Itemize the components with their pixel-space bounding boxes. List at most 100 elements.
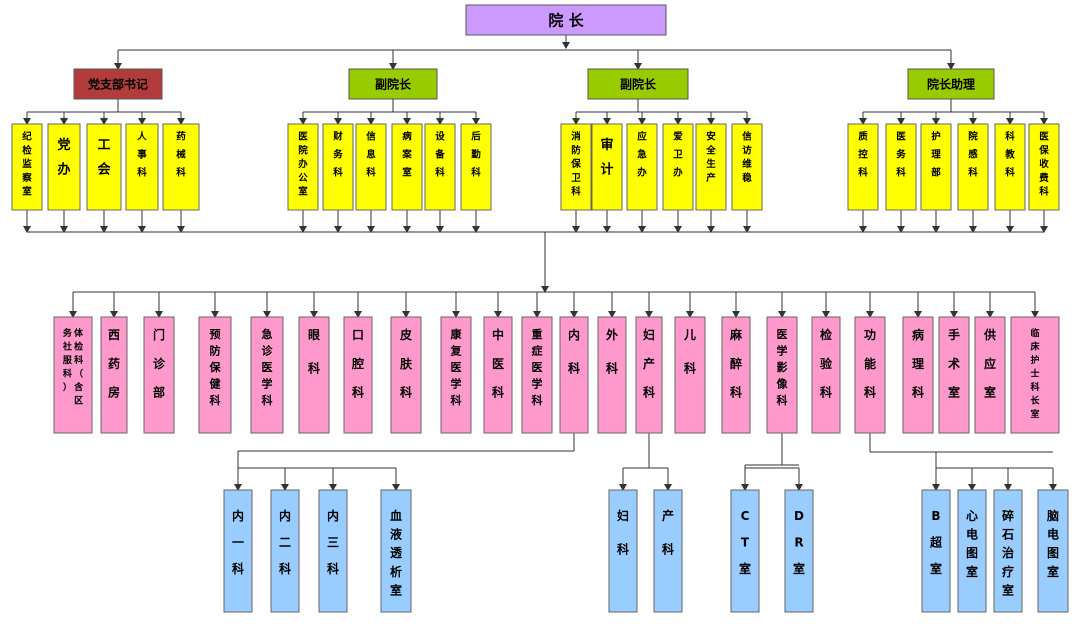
dept-16-label: 安全生产 bbox=[705, 131, 716, 184]
dept-8: 信息科 bbox=[355, 123, 387, 211]
clinical-3-box bbox=[143, 316, 175, 434]
clinical-16-label: 麻醉科 bbox=[729, 327, 743, 400]
dept-11-label: 后勤科 bbox=[471, 131, 481, 179]
subunit-4: 血液透析室 bbox=[380, 489, 412, 613]
dept-15: 爱卫办 bbox=[662, 123, 694, 211]
level1-vice1-label: 副院长 bbox=[375, 76, 412, 91]
level1-vice1: 副院长 bbox=[348, 68, 438, 100]
subunit-1-label: 内一科 bbox=[232, 508, 244, 576]
dept-23: 医保收费科 bbox=[1028, 123, 1060, 211]
dept-16-box bbox=[695, 123, 727, 211]
level1-vice2-box bbox=[587, 68, 689, 100]
subunit-5-box bbox=[608, 489, 638, 613]
dept-3: 工会 bbox=[86, 123, 122, 211]
level1-assistant-label: 院长助理 bbox=[927, 76, 975, 91]
clinical-8-label: 皮肤科 bbox=[399, 327, 413, 400]
dept-4: 人事科 bbox=[125, 123, 159, 211]
subunit-12-box bbox=[1037, 489, 1069, 613]
clinical-22-label: 供应室 bbox=[983, 327, 996, 400]
dept-10: 设备科 bbox=[424, 123, 456, 211]
dept-21: 院感科 bbox=[957, 123, 989, 211]
clinical-1-box bbox=[53, 316, 93, 434]
dept-5-box bbox=[162, 123, 200, 211]
level1-assistant-box bbox=[907, 68, 995, 100]
subunit-8-box bbox=[784, 489, 814, 613]
clinical-18-label: 检验科 bbox=[820, 327, 833, 400]
dept-1: 纪检监察室 bbox=[11, 123, 43, 211]
subunit-7-box bbox=[730, 489, 760, 613]
dept-7-label: 财务科 bbox=[332, 131, 343, 179]
clinical-18: 检验科 bbox=[811, 316, 841, 434]
clinical-19: 功能科 bbox=[854, 316, 886, 434]
subunit-2: 内二科 bbox=[270, 489, 300, 613]
clinical-12-box bbox=[559, 316, 589, 434]
clinical-19-box bbox=[854, 316, 886, 434]
subunit-4-label: 血液透析室 bbox=[390, 508, 403, 597]
clinical-14-label: 妇产科 bbox=[642, 327, 655, 400]
clinical-5-box bbox=[250, 316, 284, 434]
clinical-10: 中医科 bbox=[483, 316, 513, 434]
dept-13: 审计 bbox=[591, 123, 623, 211]
clinical-15: 儿科 bbox=[674, 316, 706, 434]
clinical-21-label: 手术室 bbox=[947, 327, 960, 400]
clinical-2-label: 西药房 bbox=[108, 328, 120, 400]
dept-9-box bbox=[391, 123, 423, 211]
clinical-22: 供应室 bbox=[974, 316, 1006, 434]
subunit-6-box bbox=[653, 489, 683, 613]
clinical-15-box bbox=[674, 316, 706, 434]
clinical-14-box bbox=[635, 316, 663, 434]
clinical-6: 眼科 bbox=[298, 316, 330, 434]
subunit-5-label: 妇科 bbox=[616, 508, 629, 557]
subunit-3: 内三科 bbox=[318, 489, 348, 613]
clinical-21: 手术室 bbox=[938, 316, 970, 434]
clinical-2: 西药房 bbox=[100, 316, 128, 434]
clinical-16: 麻醉科 bbox=[721, 316, 751, 434]
clinical-8: 皮肤科 bbox=[390, 316, 422, 434]
dept-9-label: 病案室 bbox=[401, 131, 412, 179]
clinical-18-box bbox=[811, 316, 841, 434]
dept-17: 信访维稳 bbox=[731, 123, 763, 211]
clinical-17: 医学影像科 bbox=[766, 316, 798, 434]
clinical-7-box bbox=[343, 316, 373, 434]
clinical-11-box bbox=[521, 316, 553, 434]
level1-vice2: 副院长 bbox=[587, 68, 689, 100]
top-node-label: 院 长 bbox=[548, 11, 584, 29]
clinical-4: 预防保健科 bbox=[198, 316, 232, 434]
dept-21-box bbox=[957, 123, 989, 211]
clinical-11-label: 重症医学科 bbox=[532, 327, 543, 407]
subunit-11-label: 碎石治疗室 bbox=[1001, 508, 1014, 597]
clinical-6-label: 眼科 bbox=[308, 328, 320, 376]
clinical-14: 妇产科 bbox=[635, 316, 663, 434]
subunit-12-label: 脑电图室 bbox=[1046, 508, 1059, 579]
clinical-21-box bbox=[938, 316, 970, 434]
clinical-6-box bbox=[298, 316, 330, 434]
dept-14: 应急办 bbox=[626, 123, 658, 211]
dept-4-box bbox=[125, 123, 159, 211]
clinical-13-label: 外科 bbox=[606, 327, 618, 376]
clinical-19-label: 功能科 bbox=[864, 327, 876, 400]
clinical-1: 体检科（含区务社服科） bbox=[53, 316, 93, 434]
dept-21-label: 院感科 bbox=[968, 131, 978, 179]
level1-party: 党支部书记 bbox=[73, 68, 163, 100]
subunit-2-box bbox=[270, 489, 300, 613]
dept-7-box bbox=[322, 123, 354, 211]
dept-17-box bbox=[731, 123, 763, 211]
subunit-10-box bbox=[957, 489, 987, 613]
clinical-1-label: 体检科（含区务社服科） bbox=[62, 327, 84, 407]
dept-8-label: 信息科 bbox=[366, 131, 376, 179]
clinical-15-label: 儿科 bbox=[683, 328, 696, 376]
clinical-20-box bbox=[902, 316, 934, 434]
dept-10-box bbox=[424, 123, 456, 211]
clinical-7: 口腔科 bbox=[343, 316, 373, 434]
dept-12-box bbox=[560, 123, 592, 211]
dept-23-label: 医保收费科 bbox=[1038, 132, 1049, 198]
clinical-13-box bbox=[597, 316, 627, 434]
dept-18-label: 质控科 bbox=[858, 131, 868, 179]
clinical-16-box bbox=[721, 316, 751, 434]
clinical-10-label: 中医科 bbox=[492, 327, 504, 400]
